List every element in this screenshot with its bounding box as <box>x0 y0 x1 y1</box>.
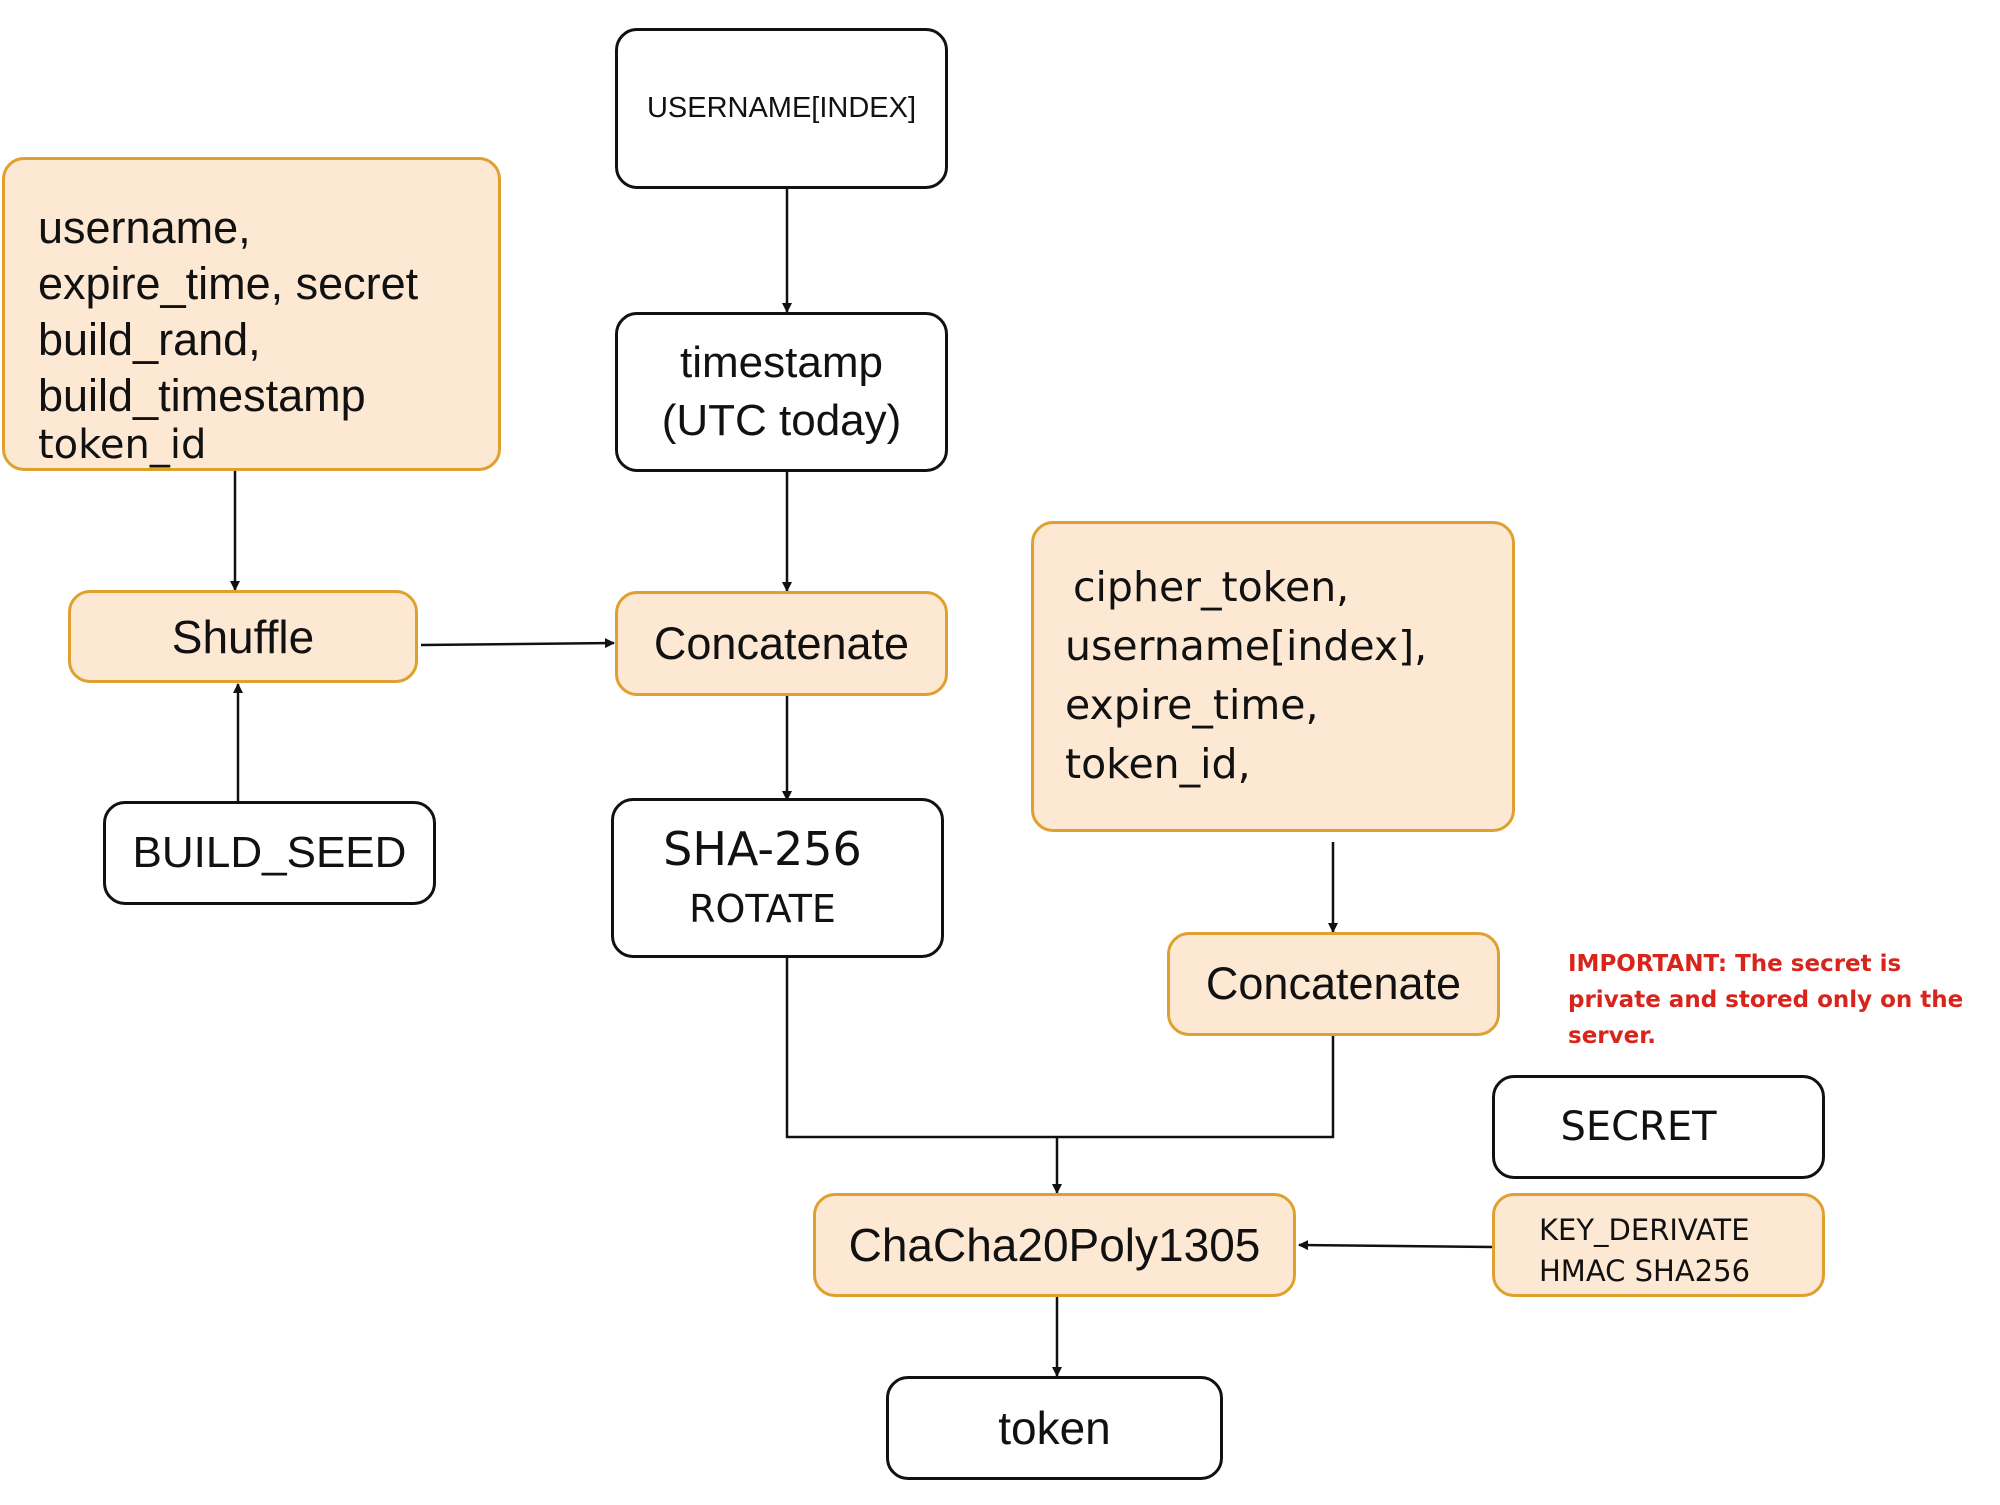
key-derive-sublabel: HMAC SHA256 <box>1539 1254 1751 1288</box>
sha-label: SHA-256 <box>663 822 862 876</box>
concatenate-right-label: Concatenate <box>1205 958 1462 1009</box>
build-seed-node: BUILD_SEED <box>103 801 436 905</box>
secret-node: SECRET <box>1492 1075 1825 1179</box>
cipher-fields-node: cipher_token, username[index], expire_ti… <box>1031 521 1515 832</box>
arrow-shuffle-to-concatenate <box>420 638 615 649</box>
chacha-label: ChaCha20Poly1305 <box>848 1219 1261 1271</box>
important-note-line: server. <box>1568 1023 1657 1049</box>
token-fields-node: username, expire_time, secret build_rand… <box>2 157 501 471</box>
arrow-key-derive-to-chacha <box>1298 1240 1493 1251</box>
concatenate-right-node: Concatenate <box>1167 932 1500 1036</box>
key-derive-node: KEY_DERIVATE HMAC SHA256 <box>1492 1193 1825 1297</box>
concatenate-top-node: Concatenate <box>615 591 948 696</box>
token-fields-line: token_id <box>38 422 207 468</box>
timestamp-label: timestamp <box>680 338 883 387</box>
chacha-node: ChaCha20Poly1305 <box>813 1193 1296 1297</box>
shuffle-label: Shuffle <box>171 610 315 663</box>
concatenate-top-label: Concatenate <box>653 617 910 669</box>
sha-node: SHA-256 ROTATE <box>611 798 944 958</box>
connector-concatenate-to-merge <box>1057 1036 1335 1139</box>
token-label: token <box>998 1402 1111 1454</box>
username-index-node: USERNAME[INDEX] <box>615 28 948 189</box>
important-note: IMPORTANT: The secret is private and sto… <box>1568 946 1988 1054</box>
important-note-line: private and stored only on the <box>1568 987 1964 1013</box>
sha-sublabel: ROTATE <box>689 887 836 931</box>
username-index-label: USERNAME[INDEX] <box>646 92 917 124</box>
connector-sha-to-merge <box>785 958 1057 1139</box>
build-seed-label: BUILD_SEED <box>132 828 407 877</box>
timestamp-node: timestamp (UTC today) <box>615 312 948 472</box>
cipher-fields-line: cipher_token, <box>1073 563 1350 611</box>
cipher-fields-line: username[index], <box>1065 622 1428 670</box>
token-node: token <box>886 1376 1223 1480</box>
shuffle-node: Shuffle <box>68 590 418 683</box>
timestamp-sublabel: (UTC today) <box>661 396 902 445</box>
token-fields-line: username, <box>38 202 251 253</box>
token-fields-line: build_rand, <box>38 314 261 365</box>
token-fields-line: build_timestamp <box>38 370 366 421</box>
key-derive-label: KEY_DERIVATE <box>1539 1213 1750 1247</box>
cipher-fields-line: token_id, <box>1065 740 1251 788</box>
important-note-line: IMPORTANT: The secret is <box>1568 951 1902 977</box>
cipher-fields-line: expire_time, <box>1065 681 1319 729</box>
secret-label: SECRET <box>1560 1104 1717 1150</box>
token-fields-line: expire_time, secret <box>38 258 419 309</box>
